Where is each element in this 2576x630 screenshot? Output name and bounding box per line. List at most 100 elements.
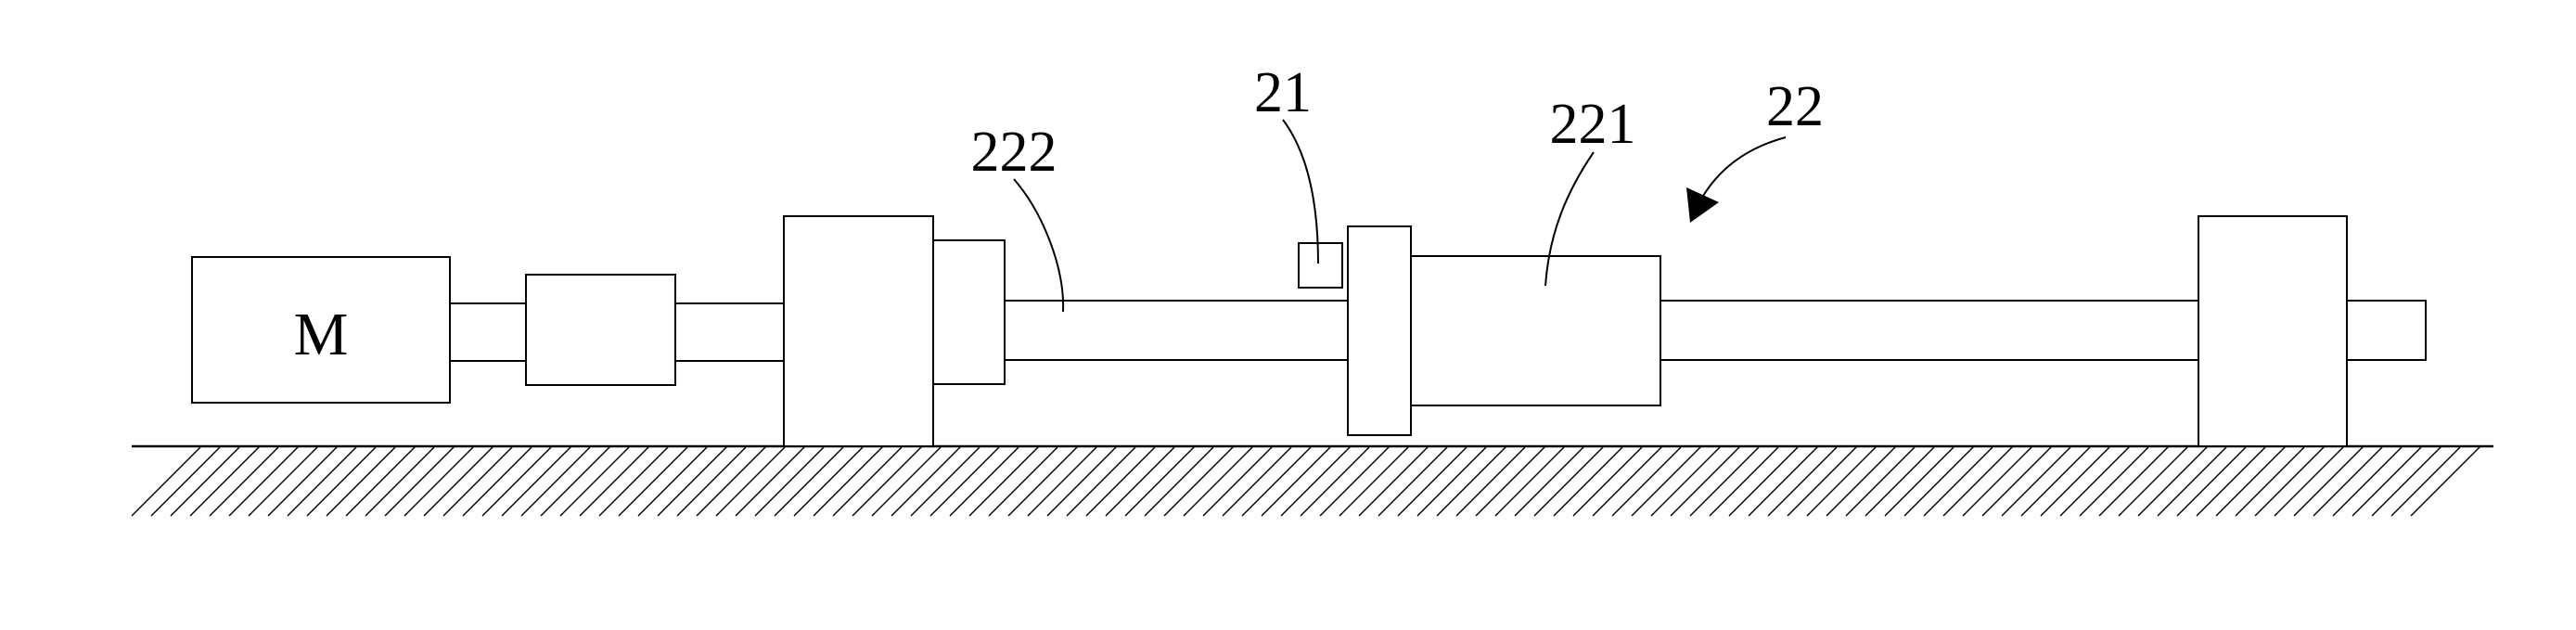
hatch-line — [443, 446, 513, 516]
hatch-line — [2216, 446, 2286, 516]
right-bearing-support — [2198, 216, 2347, 446]
hatch-line — [2099, 446, 2169, 516]
hatch-line — [1495, 446, 1565, 516]
hatch-line — [1593, 446, 1662, 516]
hatch-line — [1086, 446, 1156, 516]
hatch-line — [697, 446, 766, 516]
hatch-line — [1651, 446, 1721, 516]
hatch-line — [2021, 446, 2091, 516]
hatch-line — [385, 446, 455, 516]
hatch-line — [2411, 446, 2480, 516]
hatch-line — [2333, 446, 2403, 516]
hatch-line — [1067, 446, 1136, 516]
hatch-line — [658, 446, 727, 516]
hatch-line — [755, 446, 825, 516]
hatch-line — [1359, 446, 1429, 516]
hatch-line — [1417, 446, 1487, 516]
hatch-line — [1885, 446, 1954, 516]
hatch-line — [307, 446, 377, 516]
hatch-line — [989, 446, 1058, 516]
hatch-line — [1515, 446, 1584, 516]
label-21: 21 — [1254, 61, 1312, 124]
hatch-line — [1184, 446, 1253, 516]
hatch-line — [1262, 446, 1331, 516]
hatch-line — [2372, 446, 2441, 516]
ground-hatching — [132, 446, 2480, 516]
hatch-line — [891, 446, 961, 516]
hatch-line — [2041, 446, 2110, 516]
nut-flange — [1348, 226, 1411, 435]
hatch-line — [716, 446, 786, 516]
hatch-line — [1125, 446, 1195, 516]
hatch-line — [930, 446, 1000, 516]
left-bearing-housing — [933, 240, 1005, 384]
hatch-line — [814, 446, 883, 516]
motor-shaft — [450, 303, 526, 361]
hatch-line — [1963, 446, 2032, 516]
hatch-line — [1749, 446, 1818, 516]
hatch-line — [1281, 446, 1351, 516]
hatch-line — [1632, 446, 1701, 516]
ground-base — [132, 446, 2493, 516]
hatch-line — [1164, 446, 1234, 516]
hatch-line — [1320, 446, 1390, 516]
hatch-line — [424, 446, 493, 516]
hatch-line — [911, 446, 980, 516]
hatch-line — [1807, 446, 1877, 516]
hatch-line — [1476, 446, 1545, 516]
shaft-end — [2346, 301, 2426, 360]
hatch-line — [1301, 446, 1370, 516]
hatch-line — [521, 446, 591, 516]
hatch-line — [1378, 446, 1448, 516]
hatch-line — [151, 446, 221, 516]
hatch-line — [1826, 446, 1896, 516]
hatch-line — [1846, 446, 1916, 516]
hatch-line — [171, 446, 240, 516]
hatch-line — [229, 446, 299, 516]
hatch-line — [833, 446, 903, 516]
hatch-line — [2080, 446, 2149, 516]
hatch-line — [872, 446, 942, 516]
hatch-line — [1008, 446, 1078, 516]
hatch-line — [1788, 446, 1857, 516]
hatch-line — [1671, 446, 1740, 516]
hatch-line — [852, 446, 922, 516]
hatch-line — [1203, 446, 1273, 516]
leader-22-arrow-shaft — [1699, 137, 1786, 202]
hatch-line — [1924, 446, 1993, 516]
hatch-line — [1690, 446, 1760, 516]
hatch-line — [1865, 446, 1935, 516]
hatch-line — [463, 446, 532, 516]
hatch-line — [502, 446, 571, 516]
hatch-line — [1106, 446, 1175, 516]
label-221: 221 — [1550, 93, 1636, 156]
hatch-line — [2197, 446, 2266, 516]
hatch-line — [365, 446, 435, 516]
hatch-line — [1047, 446, 1117, 516]
hatch-line — [346, 446, 416, 516]
hatch-line — [210, 446, 279, 516]
hatch-line — [1982, 446, 2052, 516]
hatch-line — [2255, 446, 2325, 516]
hatch-line — [2158, 446, 2227, 516]
label-222: 222 — [971, 121, 1057, 184]
hatch-line — [2313, 446, 2383, 516]
hatch-line — [1242, 446, 1312, 516]
hatch-line — [969, 446, 1039, 516]
screw-shaft-right — [1660, 301, 2198, 360]
hatch-line — [2138, 446, 2208, 516]
hatch-line — [1456, 446, 1526, 516]
hatch-line — [132, 446, 201, 516]
hatch-line — [1612, 446, 1682, 516]
hatch-line — [560, 446, 630, 516]
hatch-line — [1710, 446, 1779, 516]
hatch-line — [1554, 446, 1623, 516]
hatch-line — [1145, 446, 1214, 516]
hatch-line — [950, 446, 1019, 516]
hatch-line — [1028, 446, 1097, 516]
motor-label: M — [294, 301, 349, 368]
hatch-line — [619, 446, 688, 516]
hatch-line — [1339, 446, 1409, 516]
hatch-line — [736, 446, 805, 516]
